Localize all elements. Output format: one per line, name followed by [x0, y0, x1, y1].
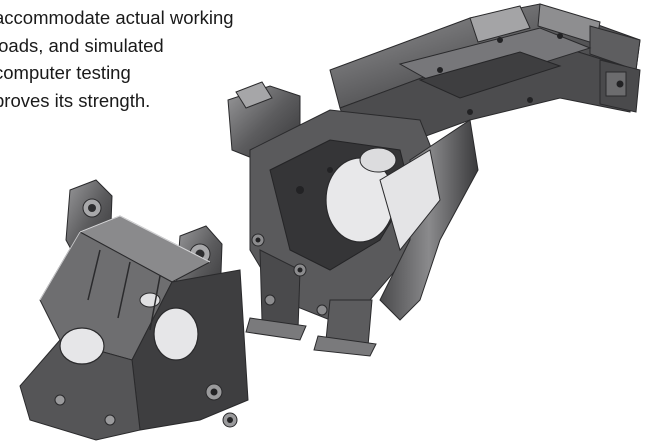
body-text-line: proves its strength.	[0, 89, 151, 111]
body-text-line: computer testing	[0, 62, 131, 83]
body-text: accommodate actual working loads, and si…	[0, 4, 320, 114]
front-tower	[19, 179, 249, 441]
center-frame	[227, 81, 479, 357]
body-text-line: loads, and simulated	[0, 34, 164, 56]
body-text-line: accommodate actual working	[0, 7, 234, 28]
